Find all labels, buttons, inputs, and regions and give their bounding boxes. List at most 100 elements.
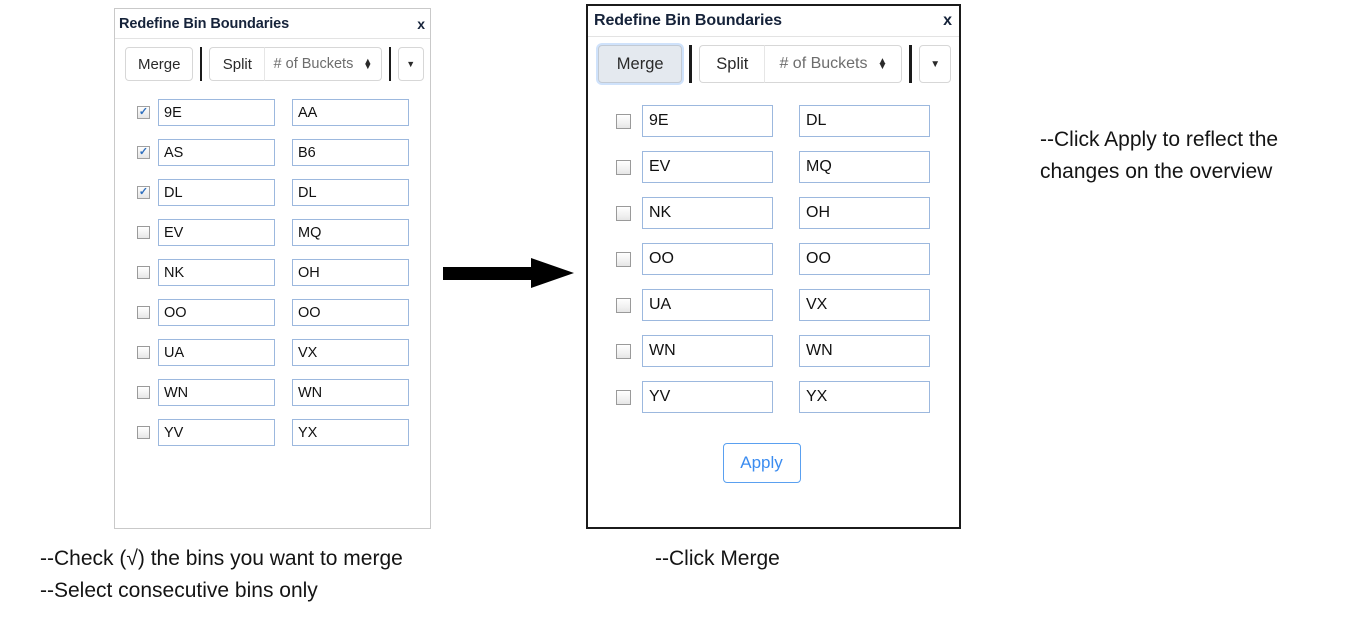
bin-start-input[interactable]: EV xyxy=(158,219,275,246)
bin-row: ✓ WN WN xyxy=(137,379,430,406)
checkbox-box xyxy=(137,346,150,359)
bin-row: ✓ YV YX xyxy=(616,381,959,413)
bin-end-input[interactable]: OH xyxy=(799,197,930,229)
bin-checkbox[interactable]: ✓ xyxy=(616,343,631,359)
bin-end-input[interactable]: AA xyxy=(292,99,409,126)
bin-row: ✓ WN WN xyxy=(616,335,959,367)
bin-start-input[interactable]: NK xyxy=(158,259,275,286)
bin-row: ✓ DL DL xyxy=(137,179,430,206)
bin-start-input[interactable]: NK xyxy=(642,197,773,229)
bin-checkbox[interactable]: ✓ xyxy=(616,297,631,313)
toolbar-divider xyxy=(689,45,693,83)
chevron-down-icon: ▼ xyxy=(930,58,941,70)
bin-end-input[interactable]: YX xyxy=(292,419,409,446)
chevron-down-icon: ▼ xyxy=(406,59,416,69)
bin-end-input[interactable]: B6 xyxy=(292,139,409,166)
bin-end-input[interactable]: WN xyxy=(292,379,409,406)
arrow-shaft xyxy=(443,267,535,280)
bin-row: ✓ OO OO xyxy=(616,243,959,275)
checkbox-box xyxy=(137,266,150,279)
bin-end-input[interactable]: WN xyxy=(799,335,930,367)
close-icon[interactable]: x xyxy=(417,15,425,32)
bin-start-input[interactable]: 9E xyxy=(642,105,773,137)
bin-row: ✓ 9E AA xyxy=(137,99,430,126)
split-button[interactable]: Split xyxy=(209,47,265,81)
bin-row: ✓ EV MQ xyxy=(616,151,959,183)
bin-end-input[interactable]: DL xyxy=(799,105,930,137)
bin-end-input[interactable]: MQ xyxy=(799,151,930,183)
bin-start-input[interactable]: DL xyxy=(158,179,275,206)
panel-titlebar: Redefine Bin Boundaries x xyxy=(588,6,959,37)
bin-start-input[interactable]: UA xyxy=(158,339,275,366)
stepper-arrows-icon: ▲ ▼ xyxy=(877,56,888,72)
toolbar-divider-2 xyxy=(388,47,391,81)
annotation-check-bins: --Check (√) the bins you want to merge -… xyxy=(40,547,403,602)
bin-start-input[interactable]: YV xyxy=(642,381,773,413)
checkbox-box xyxy=(137,226,150,239)
num-buckets-label: # of Buckets xyxy=(779,55,868,72)
bin-checkbox[interactable]: ✓ xyxy=(137,346,150,359)
bin-start-input[interactable]: WN xyxy=(158,379,275,406)
checkbox-box xyxy=(616,297,631,313)
split-button[interactable]: Split xyxy=(699,45,765,83)
merge-button[interactable]: Merge xyxy=(125,47,194,81)
bin-end-input[interactable]: VX xyxy=(292,339,409,366)
bin-row: ✓ EV MQ xyxy=(137,219,430,246)
bin-row: ✓ AS B6 xyxy=(137,139,430,166)
bin-checkbox[interactable]: ✓ xyxy=(137,266,150,279)
bin-checkbox[interactable]: ✓ xyxy=(616,389,631,405)
toolbar: Merge Split # of Buckets ▲ ▼ ▼ xyxy=(588,37,959,89)
bin-checkbox[interactable]: ✓ xyxy=(137,426,150,439)
bin-end-input[interactable]: MQ xyxy=(292,219,409,246)
num-buckets-select[interactable]: # of Buckets ▲ ▼ xyxy=(764,45,903,83)
stepper-arrows-icon: ▲ ▼ xyxy=(363,56,373,71)
merge-button[interactable]: Merge xyxy=(598,45,683,83)
apply-button[interactable]: Apply xyxy=(722,443,801,483)
bin-start-input[interactable]: OO xyxy=(158,299,275,326)
bin-start-input[interactable]: AS xyxy=(158,139,275,166)
bin-row: ✓ UA VX xyxy=(137,339,430,366)
bin-row: ✓ NK OH xyxy=(137,259,430,286)
bin-end-input[interactable]: VX xyxy=(799,289,930,321)
bin-checkbox[interactable]: ✓ xyxy=(616,113,631,129)
bin-start-input[interactable]: OO xyxy=(642,243,773,275)
checkbox-box xyxy=(137,146,150,159)
bin-checkbox[interactable]: ✓ xyxy=(616,251,631,267)
bin-end-input[interactable]: OO xyxy=(292,299,409,326)
bin-end-input[interactable]: DL xyxy=(292,179,409,206)
bin-checkbox[interactable]: ✓ xyxy=(616,205,631,221)
bin-start-input[interactable]: EV xyxy=(642,151,773,183)
panel-titlebar: Redefine Bin Boundaries x xyxy=(115,9,430,39)
stepper-up-icon: ▲ xyxy=(363,56,373,67)
bin-end-input[interactable]: OH xyxy=(292,259,409,286)
check-icon: ✓ xyxy=(138,146,149,158)
close-icon[interactable]: x xyxy=(943,12,952,29)
toolbar-divider xyxy=(200,47,203,81)
dropdown-button[interactable]: ▼ xyxy=(919,45,951,83)
checkbox-box xyxy=(137,426,150,439)
bin-checkbox[interactable]: ✓ xyxy=(137,226,150,239)
bin-start-input[interactable]: YV xyxy=(158,419,275,446)
redefine-bin-boundaries-panel-before: Redefine Bin Boundaries x Merge Split # … xyxy=(114,8,431,529)
bin-start-input[interactable]: WN xyxy=(642,335,773,367)
bin-checkbox[interactable]: ✓ xyxy=(137,146,150,159)
bin-row: ✓ NK OH xyxy=(616,197,959,229)
stepper-down-icon: ▼ xyxy=(363,61,373,71)
dropdown-button[interactable]: ▼ xyxy=(397,47,424,81)
stepper-down-icon: ▼ xyxy=(877,61,888,72)
bin-checkbox[interactable]: ✓ xyxy=(137,306,150,319)
bin-checkbox[interactable]: ✓ xyxy=(137,386,150,399)
bin-end-input[interactable]: YX xyxy=(799,381,930,413)
apply-button-row: Apply xyxy=(588,427,959,483)
bin-checkbox[interactable]: ✓ xyxy=(137,186,150,199)
bin-checkbox[interactable]: ✓ xyxy=(616,159,631,175)
bin-end-input[interactable]: OO xyxy=(799,243,930,275)
toolbar-divider-2 xyxy=(909,45,913,83)
annotation-click-merge: --Click Merge xyxy=(655,547,780,570)
bin-start-input[interactable]: 9E xyxy=(158,99,275,126)
bin-start-input[interactable]: UA xyxy=(642,289,773,321)
flow-arrow-icon xyxy=(443,258,574,289)
checkbox-box xyxy=(137,306,150,319)
bin-checkbox[interactable]: ✓ xyxy=(137,106,150,119)
num-buckets-select[interactable]: # of Buckets ▲ ▼ xyxy=(264,47,382,81)
